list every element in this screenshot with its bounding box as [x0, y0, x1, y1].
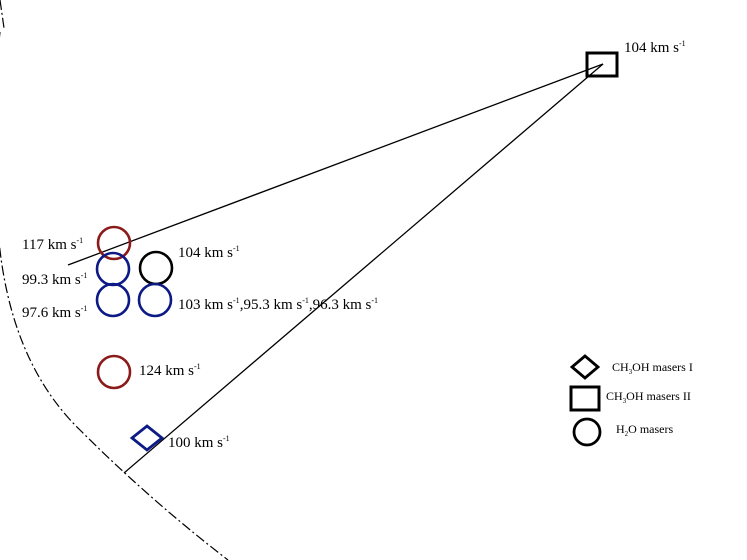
- label-diamond-100: 100 km s-1: [168, 434, 230, 451]
- legend-square-icon: [569, 385, 601, 412]
- square-marker: [585, 51, 619, 78]
- boundary-arc-top: [0, 0, 5, 29]
- red-circle-117: [96, 225, 132, 261]
- legend-diamond-icon: [569, 354, 601, 380]
- red-circle-124: [96, 354, 132, 390]
- label-square-top: 104 km s-1: [624, 39, 686, 56]
- line-to-lower-left: [123, 63, 604, 474]
- boundary-arc: [0, 32, 229, 560]
- blue-circle-97: [95, 282, 131, 318]
- label-black-104: 104 km s-1: [178, 244, 240, 261]
- legend-square-label: CH3OH masers II: [606, 389, 691, 405]
- legend-diamond-label: CH3OH masers I: [612, 360, 693, 376]
- label-red-124: 124 km s-1: [139, 362, 201, 379]
- black-circle-104: [138, 250, 174, 286]
- label-multi-velocity: 103 km s-1,95.3 km s-1,96.3 km s-1: [178, 296, 378, 313]
- line-to-upper-left: [67, 63, 604, 266]
- label-red-117: 117 km s-1: [22, 236, 83, 253]
- legend: CH3OH masers I CH3OH masers II H2O maser…: [569, 354, 693, 447]
- label-blue-97: 97.6 km s-1: [22, 304, 87, 321]
- legend-circle-label: H2O masers: [616, 422, 673, 438]
- label-blue-99: 99.3 km s-1: [22, 271, 87, 288]
- legend-circle-icon: [572, 417, 602, 447]
- diamond-marker: [129, 424, 165, 452]
- blue-circle-103: [137, 282, 173, 318]
